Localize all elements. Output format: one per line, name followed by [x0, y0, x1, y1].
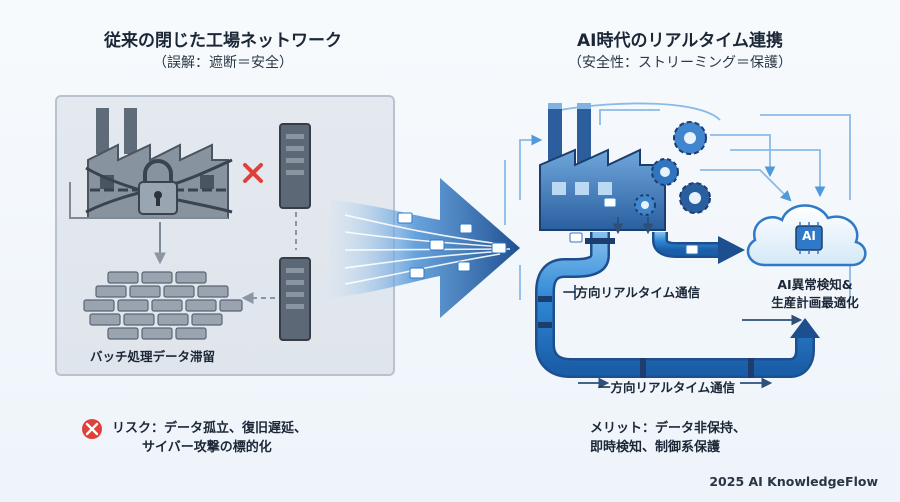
ai-label-line1: AI異常検知& — [777, 277, 853, 292]
right-title: AI時代のリアルタイム連携 — [577, 31, 783, 51]
risk-note-line2: サイバー攻撃の標的化 — [142, 440, 272, 455]
server-icon-bottom — [279, 257, 311, 341]
connected-factory-icon — [539, 103, 666, 231]
stagnant-data-stack — [83, 271, 243, 340]
stream-label-lower: 一方向リアルタイム通信 — [598, 380, 736, 395]
right-subtitle: （安全性：ストリーミング＝保護） — [568, 55, 792, 71]
left-subtitle: （誤解：遮断＝安全） — [153, 55, 293, 71]
merit-note-line1: メリット：データ非保持、 — [590, 421, 747, 436]
risk-note-line1: リスク：データ孤立、復旧遅延、 — [112, 421, 308, 436]
cloud-ai-icon — [746, 204, 867, 267]
ai-chip-label: AI — [802, 229, 816, 243]
blocked-x-icon — [243, 163, 263, 183]
footer-credit: 2025 AI KnowledgeFlow — [709, 474, 878, 489]
left-title: 従来の閉じた工場ネットワーク — [104, 31, 342, 51]
server-icon-top — [279, 123, 311, 209]
batch-data-label: バッチ処理データ滞留 — [90, 349, 216, 364]
stream-label-upper: 一方向リアルタイム通信 — [563, 285, 701, 300]
merit-note-line2: 即時検知、制御系保護 — [590, 440, 721, 455]
padlock-icon — [138, 159, 178, 215]
realtime-pipe — [535, 232, 820, 378]
transformation-arrow — [330, 178, 520, 318]
gear-icon — [634, 121, 711, 216]
risk-x-icon — [82, 419, 102, 439]
chained-factory-icon — [85, 108, 233, 219]
ai-label-line2: 生産計画最適化 — [771, 295, 859, 310]
